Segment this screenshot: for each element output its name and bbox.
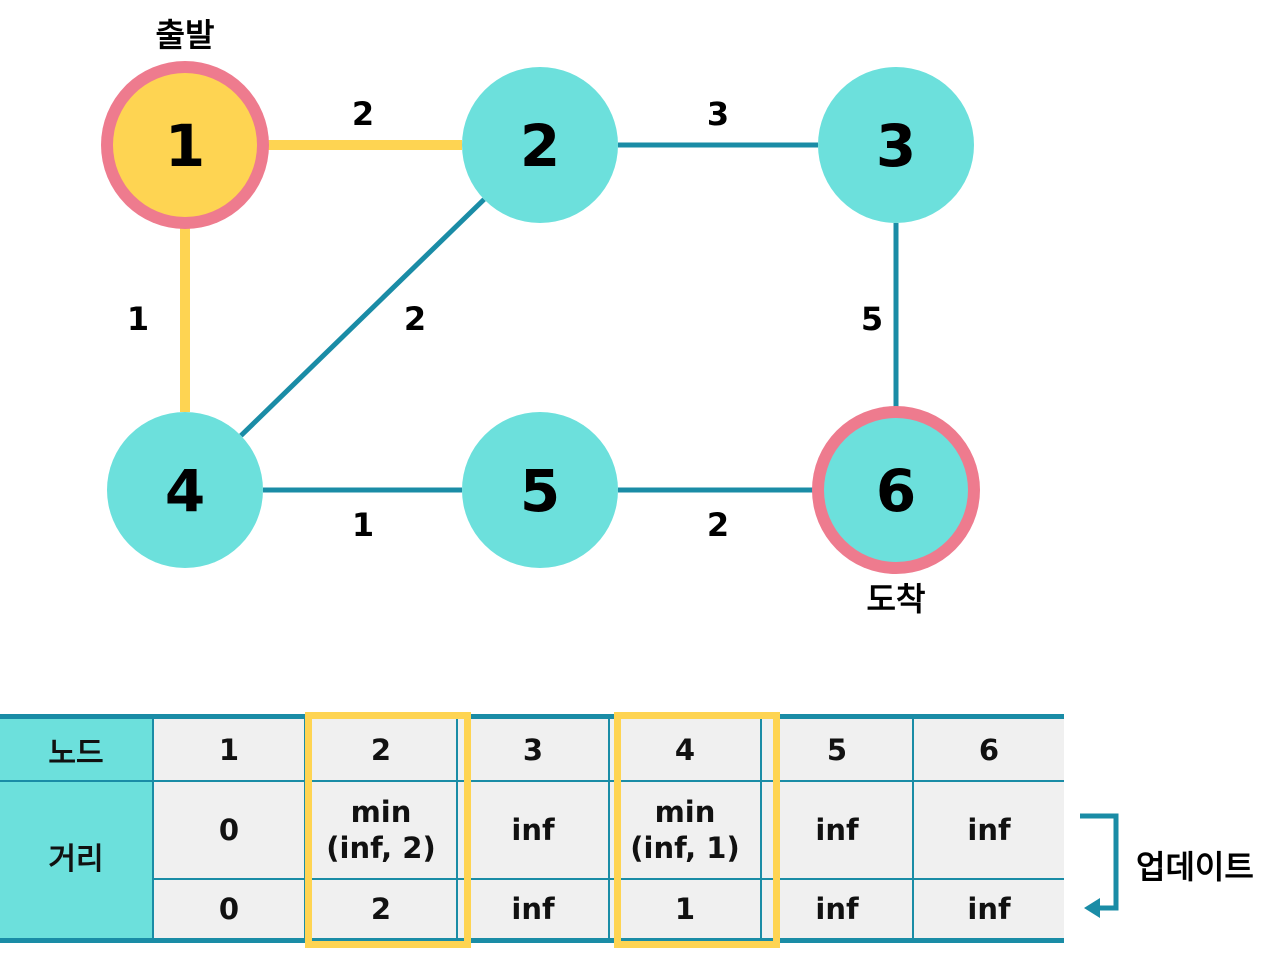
distance-header: 거리 bbox=[0, 781, 154, 942]
update-arrow-icon bbox=[1080, 813, 1119, 918]
compare-value: 0 bbox=[218, 812, 240, 847]
compare-row: 거리 0 min(inf, 2) inf min(inf, 1) inf inf bbox=[0, 781, 1064, 942]
end-label: 도착 bbox=[867, 580, 926, 618]
node-circle bbox=[107, 412, 263, 568]
compare-cell: 0 bbox=[152, 781, 306, 880]
updated-cell: 2 bbox=[304, 879, 458, 941]
distance-table: 노드 1 2 3 4 5 6 거리 0 min(inf, 2) inf min(… bbox=[0, 714, 1064, 943]
node-4: 4 bbox=[107, 412, 263, 568]
node-3: 3 bbox=[818, 67, 974, 223]
node-6: 6 bbox=[812, 406, 980, 574]
edge-weight-1-2: 2 bbox=[352, 95, 374, 133]
compare-cell: min(inf, 1) bbox=[608, 781, 762, 880]
node-cell: 5 bbox=[760, 716, 914, 782]
compare-cell: min(inf, 2) bbox=[304, 781, 458, 880]
node-label: 1 bbox=[165, 112, 205, 180]
node-2: 2 bbox=[462, 67, 618, 223]
node-circle bbox=[818, 67, 974, 223]
updated-row: 0 2 inf 1 inf inf bbox=[0, 879, 1064, 941]
node-cell: 2 bbox=[304, 716, 458, 782]
node-label: 6 bbox=[876, 457, 916, 525]
node-label: 3 bbox=[876, 112, 916, 180]
node-circle bbox=[462, 412, 618, 568]
node-header: 노드 bbox=[0, 716, 154, 782]
edge-weight-3-6: 5 bbox=[861, 300, 883, 338]
node-label: 4 bbox=[165, 457, 205, 525]
node-cell: 3 bbox=[456, 716, 610, 782]
node-circle bbox=[462, 67, 618, 223]
updated-cell: inf bbox=[912, 879, 1064, 941]
edge-weight-2-4: 2 bbox=[404, 300, 426, 338]
node-label: 2 bbox=[520, 112, 560, 180]
update-label: 업데이트 bbox=[1136, 848, 1254, 886]
nodes: 1 2 3 4 5 6 bbox=[101, 61, 980, 574]
node-5: 5 bbox=[462, 412, 618, 568]
compare-cell: inf bbox=[912, 781, 1064, 880]
compare-cell: inf bbox=[760, 781, 914, 880]
node-row: 노드 1 2 3 4 5 6 bbox=[0, 716, 1064, 782]
compare-cell: inf bbox=[456, 781, 610, 880]
compare-detail: (inf, 2) bbox=[326, 831, 436, 865]
node-circle bbox=[824, 418, 968, 562]
compare-value: inf bbox=[815, 812, 859, 847]
edge-weight-2-3: 3 bbox=[707, 95, 729, 133]
graph-diagram: 1 2 3 4 5 6 2 3 1 2 5 1 2 출발 도착 bbox=[101, 16, 980, 618]
node-circle bbox=[113, 73, 257, 217]
node-label: 5 bbox=[520, 457, 560, 525]
node-cell: 4 bbox=[608, 716, 762, 782]
compare-value: min bbox=[350, 794, 412, 829]
edge-weight-4-5: 1 bbox=[352, 506, 374, 544]
compare-value: inf bbox=[967, 812, 1011, 847]
edge-weights: 2 3 1 2 5 1 2 bbox=[127, 95, 883, 544]
node-1: 1 bbox=[101, 61, 269, 229]
compare-value: inf bbox=[511, 812, 555, 847]
updated-cell: inf bbox=[760, 879, 914, 941]
edge-weight-5-6: 2 bbox=[707, 506, 729, 544]
updated-cell: inf bbox=[456, 879, 610, 941]
edges bbox=[180, 140, 899, 493]
edge-weight-1-4: 1 bbox=[127, 300, 149, 338]
updated-cell: 0 bbox=[153, 879, 306, 941]
compare-value: min bbox=[654, 794, 716, 829]
updated-cell: 1 bbox=[608, 879, 762, 941]
compare-detail: (inf, 1) bbox=[630, 831, 740, 865]
edge-2-4 bbox=[239, 197, 486, 438]
node-cell: 1 bbox=[152, 716, 306, 782]
node-cell: 6 bbox=[912, 716, 1064, 782]
start-label: 출발 bbox=[156, 16, 215, 54]
